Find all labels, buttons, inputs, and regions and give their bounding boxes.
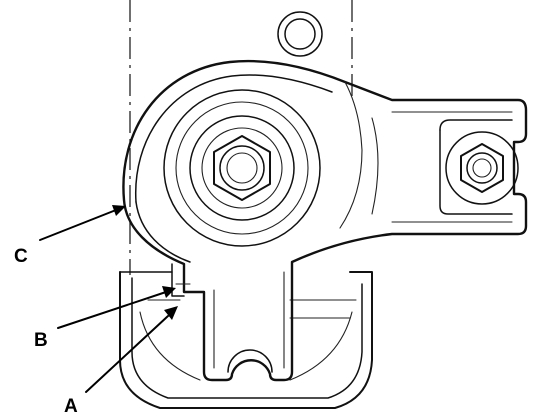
bracket xyxy=(122,59,528,382)
top-hole xyxy=(277,11,323,57)
callout-a: A xyxy=(64,396,78,417)
arm-bolt xyxy=(445,131,519,205)
center-bolt xyxy=(163,89,321,247)
housing xyxy=(119,271,373,409)
callout-b: B xyxy=(34,330,48,351)
reference-lines xyxy=(129,0,353,275)
callout-c: C xyxy=(14,246,28,267)
leader-lines xyxy=(39,205,178,393)
callout-labels: C B A xyxy=(14,246,78,417)
